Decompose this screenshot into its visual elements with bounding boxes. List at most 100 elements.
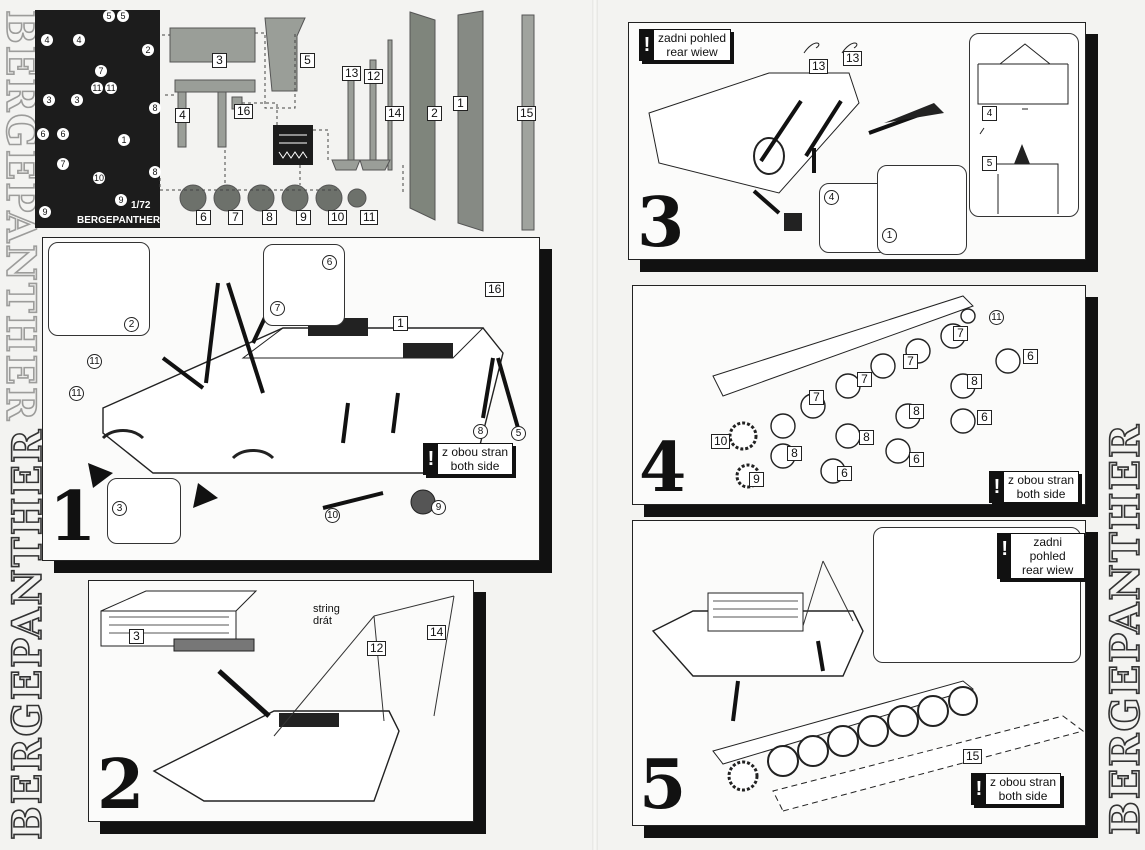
fret-part: 9 (115, 194, 127, 206)
part-callout: 7 (903, 354, 918, 369)
warning-icon: ! (424, 444, 438, 474)
part-label: 7 (228, 210, 243, 225)
part-label: 12 (364, 69, 384, 84)
page-fold (592, 0, 598, 850)
part-callout: 6 (909, 452, 924, 467)
part-callout: 9 (431, 500, 446, 515)
step-number: 3 (637, 183, 685, 263)
fret-part: 1 (118, 134, 130, 146)
step-3-hull-rear-drawing (648, 42, 944, 231)
fret-part: 11 (91, 82, 103, 94)
part-callout: 15 (963, 749, 983, 764)
warning-icon: ! (972, 774, 986, 804)
part-callout: 12 (367, 641, 387, 656)
part-callout: 10 (711, 434, 731, 449)
part-callout: 5 (511, 426, 526, 441)
note-line: zadni pohled (658, 31, 727, 45)
step-1-panel: 2 6 7 3 16 1 11 11 8 5 10 9 ! z obou str… (42, 237, 540, 561)
fret-part: 5 (117, 10, 129, 22)
part-callout: 1 (882, 228, 897, 243)
fret-part: 6 (57, 128, 69, 140)
part-callout: 8 (909, 404, 924, 419)
part-callout: 5 (982, 156, 997, 171)
fret-part: 5 (103, 10, 115, 22)
part-callout: 1 (393, 316, 408, 331)
part-callout: 13 (809, 59, 829, 74)
part-callout: 3 (129, 629, 144, 644)
fret-part: 10 (93, 172, 105, 184)
fret-part: 2 (142, 44, 154, 56)
part-label: 3 (212, 53, 227, 68)
part-label: 1 (453, 96, 468, 111)
note-line: z obou stran (442, 445, 509, 459)
note-line: both side (998, 789, 1048, 803)
warning-icon: ! (998, 534, 1012, 578)
fret-part: 4 (73, 34, 85, 46)
warning-icon: ! (990, 472, 1004, 502)
part-callout: 3 (112, 501, 127, 516)
part-callout: 7 (857, 372, 872, 387)
part-label: 15 (517, 106, 537, 121)
step-number: 2 (97, 745, 145, 825)
part-label: 5 (300, 53, 315, 68)
step-1-inset-part-2: 2 (48, 242, 150, 336)
part-label: 14 (385, 106, 405, 121)
part-callout: 14 (427, 625, 447, 640)
part-label: 10 (328, 210, 348, 225)
warning-icon: ! (640, 30, 654, 60)
step-number: 4 (639, 428, 687, 508)
fret-name: BERGEPANTHER (77, 215, 161, 226)
part-callout: 7 (953, 326, 968, 341)
fret-part: 8 (149, 166, 161, 178)
note-line: both side (450, 459, 500, 473)
note-line: zadni pohled (1029, 535, 1066, 563)
part-label: 9 (296, 210, 311, 225)
step-4-suspension-drawing (712, 295, 1021, 489)
part-callout: 7 (270, 301, 285, 316)
fret-part: 9 (39, 206, 51, 218)
fret-part: 4 (41, 34, 53, 46)
part-callout: 7 (809, 390, 824, 405)
note-line: rear wiew (666, 45, 718, 59)
part-callout: 8 (787, 446, 802, 461)
part-label: 6 (196, 210, 211, 225)
step-3-inset-frame: 4 5 (969, 33, 1079, 217)
part-callout: 10 (325, 508, 340, 523)
note-line: both side (1016, 487, 1066, 501)
fret-part: 3 (71, 94, 83, 106)
part-callout: 11 (87, 354, 102, 369)
note-line: z obou stran (1008, 473, 1075, 487)
part-callout: 4 (982, 106, 997, 121)
part-label: 13 (342, 66, 362, 81)
step-1-inset-part-6-7: 6 7 (263, 244, 345, 326)
part-callout: 2 (124, 317, 139, 332)
part-callout: 13 (843, 51, 863, 66)
photo-etch-fret: 5 5 4 4 2 7 11 11 3 3 8 6 6 1 7 10 8 9 9… (35, 10, 161, 228)
fret-part: 3 (43, 94, 55, 106)
step-2-tank-drawing (100, 590, 455, 802)
fret-scale: 1/72 (131, 200, 151, 211)
step-3-inset-part-1: 1 (877, 165, 967, 255)
part-callout: 6 (837, 466, 852, 481)
part-callout: 6 (977, 410, 992, 425)
fret-part: 8 (149, 102, 161, 114)
part-callout: 8 (967, 374, 982, 389)
part-label: 8 (262, 210, 277, 225)
part-callout: 8 (473, 424, 488, 439)
step-1-inset-part-3: 3 (107, 478, 181, 544)
fret-part: 7 (95, 65, 107, 77)
step-number: 5 (639, 745, 687, 825)
part-callout: 6 (1023, 349, 1038, 364)
part-callout: 8 (859, 430, 874, 445)
side-title-right: BERGEPANTHER (1101, 422, 1145, 836)
fret-part: 6 (37, 128, 49, 140)
part-callout: 11 (69, 386, 84, 401)
step-5-assembly-drawing (651, 560, 1085, 812)
